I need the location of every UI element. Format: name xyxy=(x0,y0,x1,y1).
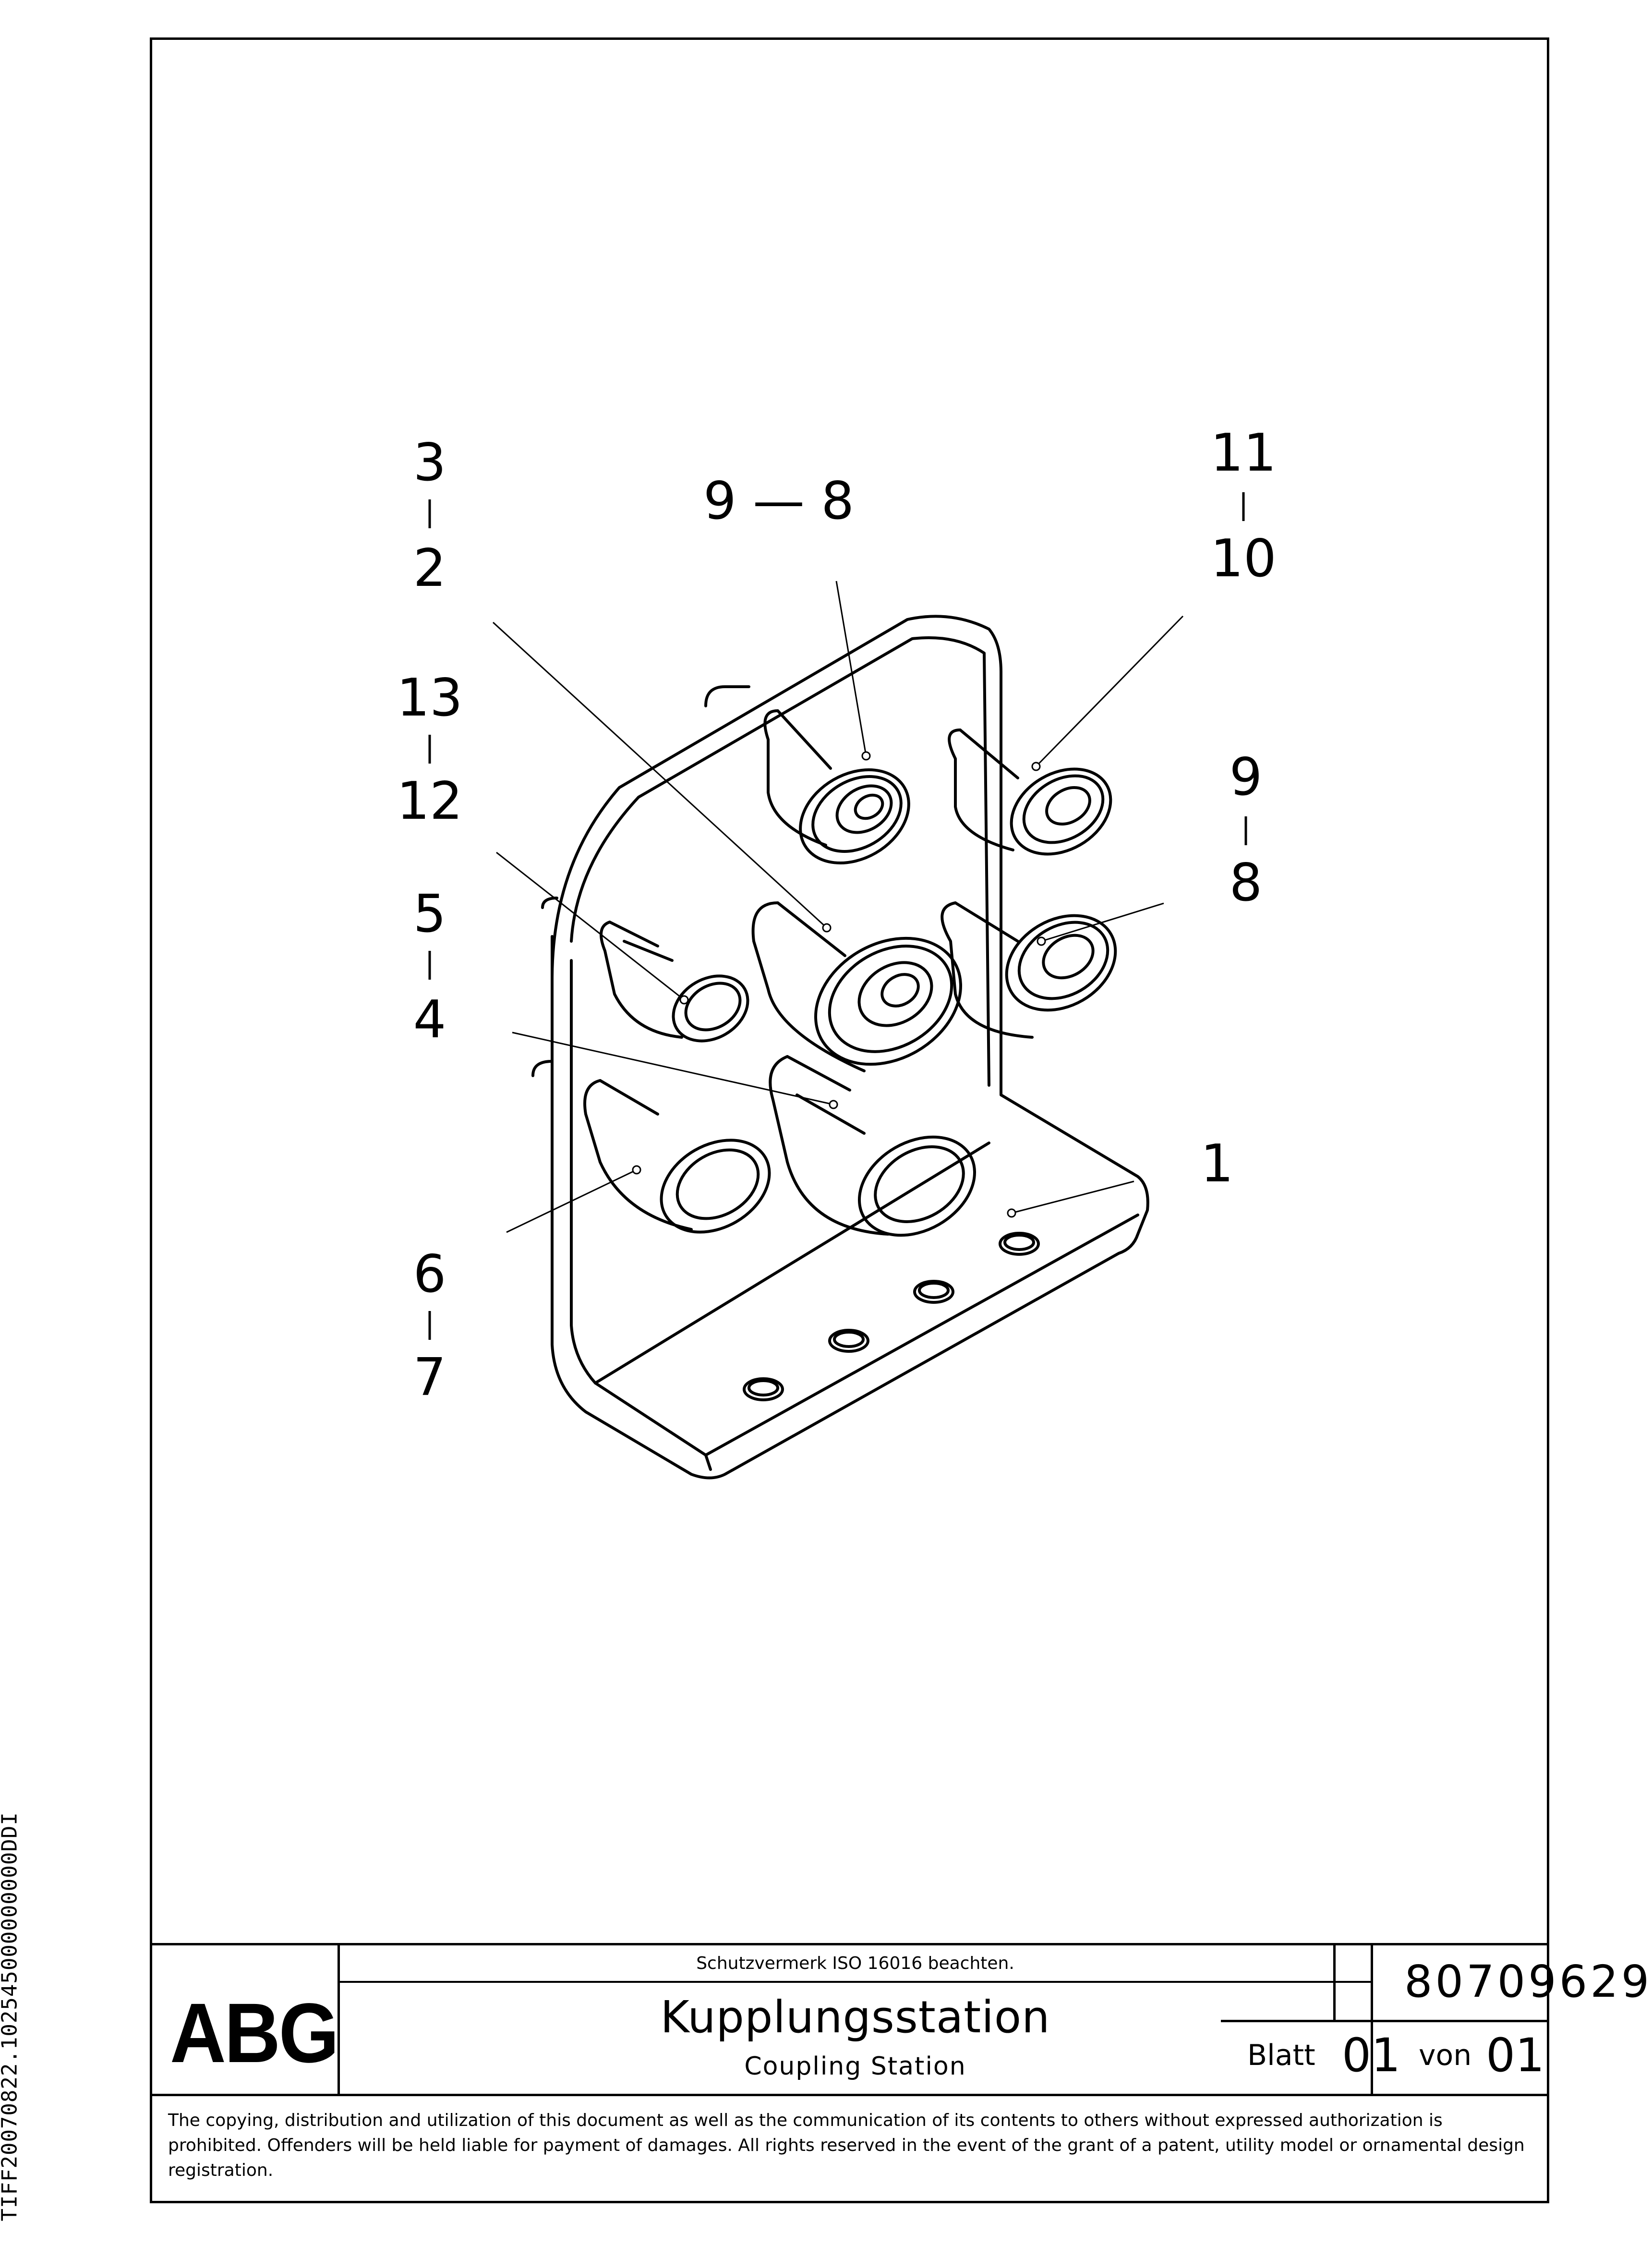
callout-9-8-top: 9 — 8 xyxy=(703,471,854,531)
document-number-cell: 80709629 xyxy=(1373,1945,1649,2022)
callout-9-right-top: 9 xyxy=(1230,747,1263,807)
coupling-station-drawing: 3 2 9 — 8 11 10 13 12 9 8 5 4 1 6 7 xyxy=(397,423,1277,1480)
title-german: Kupplungsstation xyxy=(660,1991,1050,2043)
legal-notice: The copying, distribution and utilizatio… xyxy=(168,2111,1525,2180)
sheet-total: 01 xyxy=(1486,2028,1545,2082)
callout-11-bottom: 10 xyxy=(1210,529,1276,589)
coupling-lower-middle xyxy=(769,1055,977,1237)
divider xyxy=(1333,1943,1336,2021)
callout-6-top: 6 xyxy=(413,1244,446,1304)
coupling-middle-large xyxy=(751,901,962,1072)
callout-5-top: 5 xyxy=(413,884,446,944)
coupling-lower-left xyxy=(583,1079,771,1234)
callout-11-top: 11 xyxy=(1210,423,1276,483)
mounting-plate xyxy=(551,615,1149,1480)
callout-6-bottom: 7 xyxy=(413,1348,446,1408)
callout-5-bottom: 4 xyxy=(413,990,446,1050)
of-label: von xyxy=(1419,2039,1472,2072)
callout-9-right-bottom: 8 xyxy=(1230,853,1263,913)
title-block: ABG Schutzvermerk ISO 16016 beachten. Ku… xyxy=(150,1943,1649,2096)
document-number: 80709629 xyxy=(1404,1956,1652,2007)
coupling-top-left xyxy=(763,709,910,864)
callout-13-bottom: 12 xyxy=(397,771,462,831)
callout-1: 1 xyxy=(1201,1134,1234,1194)
side-identifier: TIFF20070822.102545000000000DDI xyxy=(0,1812,22,2222)
coupling-middle-right xyxy=(941,901,1117,1039)
sheet-label: Blatt xyxy=(1247,2039,1315,2072)
sheet-number: 01 xyxy=(1342,2028,1401,2082)
coupling-small-left xyxy=(600,921,749,1043)
protection-note: Schutzvermerk ISO 16016 beachten. xyxy=(340,1945,1371,1983)
divider xyxy=(1221,2020,1549,2022)
coupling-top-right xyxy=(948,728,1112,856)
title-english: Coupling Station xyxy=(744,2052,966,2081)
drawing-frame xyxy=(150,37,1549,2203)
logo-cell: ABG xyxy=(150,1945,340,2096)
callout-3-bottom: 2 xyxy=(413,538,446,598)
callout-3-top: 3 xyxy=(413,433,446,493)
abg-logo: ABG xyxy=(170,1986,339,2080)
callout-13-top: 13 xyxy=(397,668,462,728)
divider xyxy=(150,2094,1549,2096)
